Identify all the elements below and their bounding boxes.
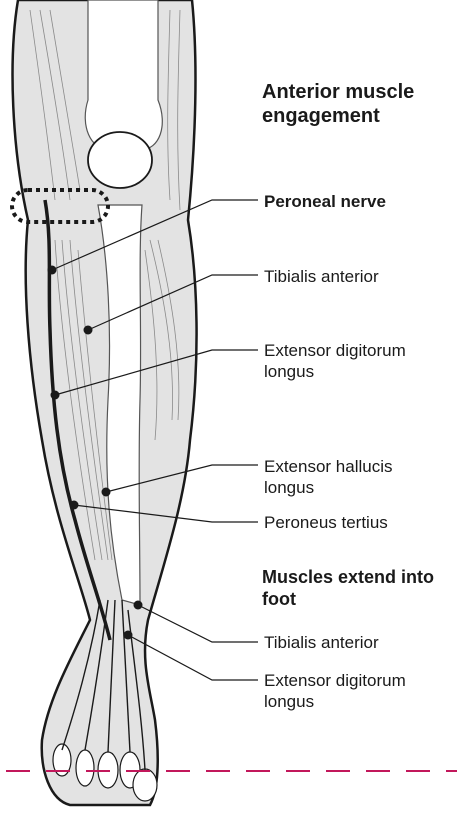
heading-muscles-extend-into-foot: Muscles extend into foot bbox=[262, 566, 457, 610]
femur-bone bbox=[85, 0, 162, 150]
heading-anterior-muscle-engagement: Anterior muscle engagement bbox=[262, 80, 452, 128]
label-tibialis-anterior-foot: Tibialis anterior bbox=[264, 632, 379, 653]
patella-bone bbox=[88, 132, 152, 188]
label-peroneal-nerve: Peroneal nerve bbox=[264, 191, 386, 212]
label-peroneus-tertius: Peroneus tertius bbox=[264, 512, 388, 533]
label-extensor-digitorum-longus: Extensor digitorum longus bbox=[264, 340, 439, 382]
label-extensor-hallucis-longus: Extensor hallucis longus bbox=[264, 456, 434, 498]
label-extensor-digitorum-longus-foot: Extensor digitorum longus bbox=[264, 670, 439, 712]
label-tibialis-anterior: Tibialis anterior bbox=[264, 266, 379, 287]
